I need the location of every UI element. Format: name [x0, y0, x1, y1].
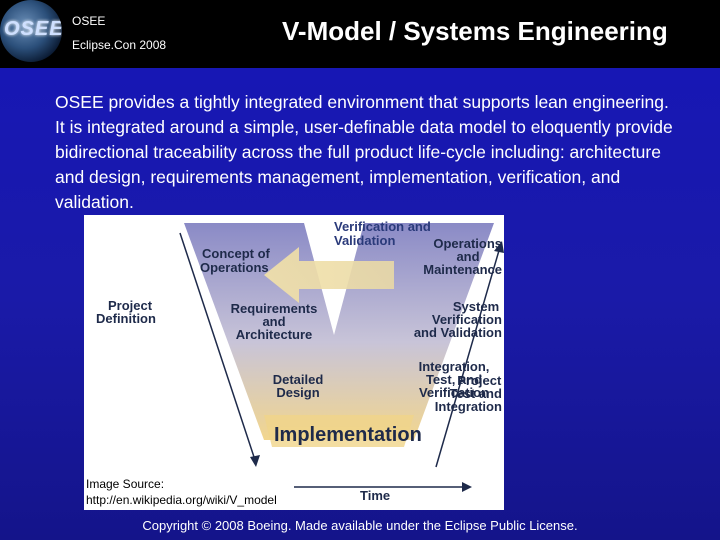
- label-requirements-2: and: [262, 314, 285, 329]
- implementation-band: [264, 415, 414, 447]
- label-integration-1: Integration,: [419, 359, 490, 374]
- vv-arrow: [264, 247, 394, 303]
- label-project-def-2: Definition: [96, 311, 156, 326]
- label-project-test-1: Project: [457, 373, 502, 388]
- image-source-url: http://en.wikipedia.org/wiki/V_model: [86, 493, 277, 507]
- label-system-vv-3: and Validation: [414, 325, 502, 340]
- copyright-notice: Copyright © 2008 Boeing. Made available …: [142, 518, 578, 533]
- header-bar: OSEE OSEE Eclipse.Con 2008 V-Model / Sys…: [0, 0, 720, 68]
- v-model-diagram: Verification and Validation Concept of O…: [84, 215, 504, 510]
- event-name: Eclipse.Con 2008: [72, 38, 167, 52]
- label-operations-1: Operations: [433, 236, 502, 251]
- label-requirements-3: Architecture: [236, 327, 313, 342]
- label-implementation: Implementation: [274, 424, 422, 446]
- body-paragraph: OSEE provides a tightly integrated envir…: [55, 92, 673, 212]
- label-project-test-3: Integration: [435, 399, 502, 414]
- project-test-arrow: [435, 246, 501, 468]
- logo-text: OSEE: [4, 18, 62, 40]
- label-detailed-2: Design: [276, 385, 319, 400]
- label-detailed-1: Detailed: [273, 372, 324, 387]
- label-project-def-1: Project: [108, 298, 153, 313]
- v-shape: [184, 223, 494, 440]
- label-operations-2: and: [456, 249, 479, 264]
- label-system-vv-2: Verification: [432, 312, 502, 327]
- slide-title: V-Model / Systems Engineering: [282, 16, 668, 46]
- label-concept-1: Concept of: [202, 246, 271, 261]
- label-system-vv-1: System: [453, 299, 499, 314]
- label-project-test-2: Test and: [449, 386, 502, 401]
- v-model-graphic: Verification and Validation Concept of O…: [96, 219, 504, 503]
- org-name: OSEE: [72, 14, 106, 28]
- label-concept-2: Operations: [200, 260, 269, 275]
- project-definition-arrow: [179, 232, 257, 464]
- label-verification-validation-2: Validation: [334, 233, 395, 248]
- label-verification-validation-1: Verification and: [334, 219, 431, 234]
- label-integration-3: Verification: [419, 385, 489, 400]
- osee-logo: OSEE: [0, 0, 62, 62]
- label-operations-3: Maintenance: [423, 262, 502, 277]
- label-time: Time: [360, 488, 390, 503]
- image-source-label: Image Source:: [86, 477, 165, 491]
- image-source: Image Source: http://en.wikipedia.org/wi…: [86, 476, 277, 508]
- label-requirements-1: Requirements: [231, 301, 318, 316]
- label-integration-2: Test, and: [426, 372, 482, 387]
